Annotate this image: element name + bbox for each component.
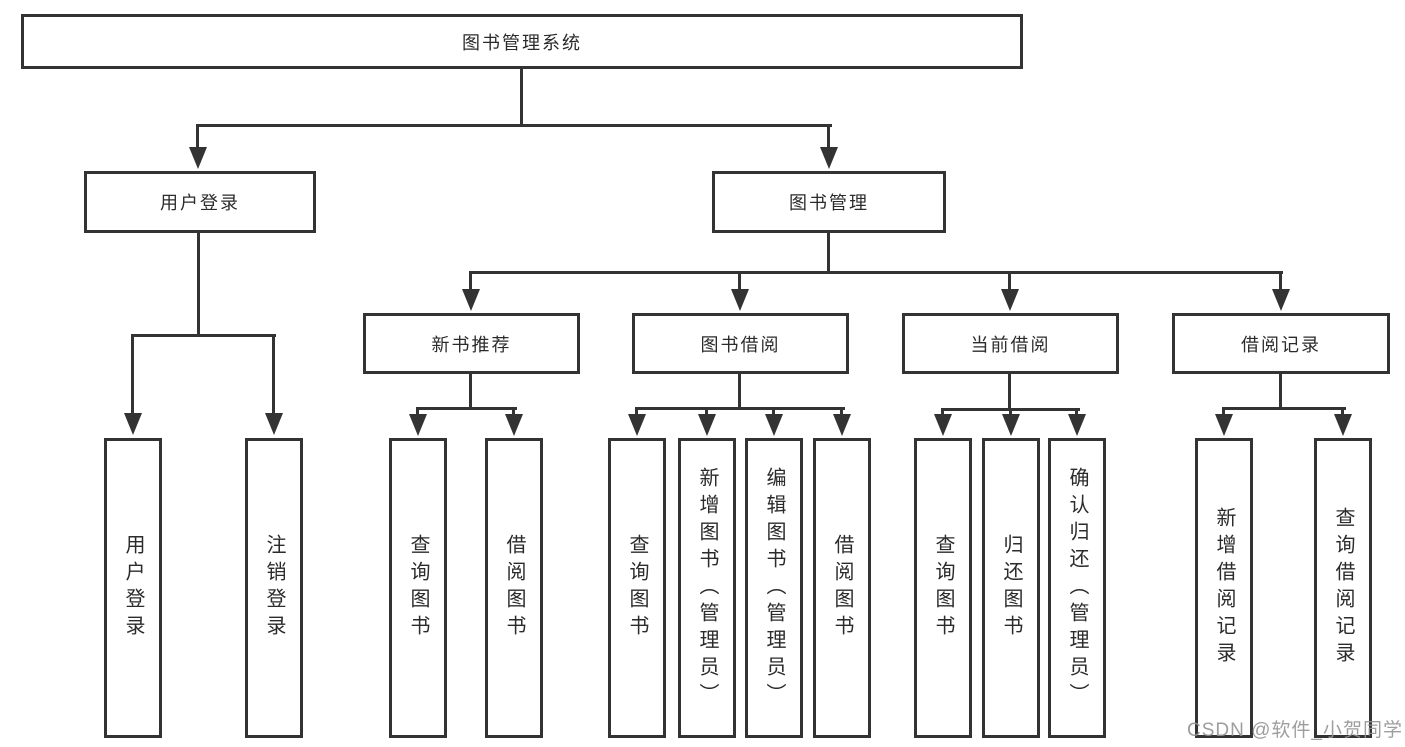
leaf-query-borrow-record: 查询借阅记录 [1314, 438, 1372, 738]
leaf-return-books: 归还图书 [982, 438, 1040, 738]
connector [827, 124, 830, 150]
connector [827, 233, 830, 274]
node-user-login-label: 用户登录 [160, 193, 240, 213]
leaf-query-books-recommend-label: 查询图书 [407, 534, 429, 642]
connector [840, 407, 843, 418]
leaf-query-books-current: 查询图书 [914, 438, 972, 738]
leaf-logout: 注销登录 [245, 438, 303, 738]
leaf-add-books-admin-label: 新增图书（管理员） [696, 466, 718, 710]
node-book-borrowing-label: 图书借阅 [700, 334, 781, 355]
leaf-query-books-borrowing-label: 查询图书 [626, 534, 648, 642]
arrow-down-icon [833, 414, 851, 436]
leaf-query-books-borrowing: 查询图书 [608, 438, 666, 738]
connector [196, 124, 832, 127]
leaf-add-borrow-record-label: 新增借阅记录 [1213, 507, 1235, 669]
arrow-down-icon [1001, 289, 1019, 311]
leaf-add-books-admin: 新增图书（管理员） [678, 438, 736, 738]
arrow-down-icon [1068, 414, 1086, 436]
connector [941, 408, 944, 418]
connector [1075, 408, 1078, 418]
connector [416, 407, 419, 418]
leaf-user-login-label: 用户登录 [122, 534, 144, 642]
connector [416, 407, 517, 410]
node-book-management-label: 图书管理 [789, 193, 869, 213]
leaf-borrow-books-label: 借阅图书 [831, 534, 853, 642]
connector [1008, 374, 1011, 411]
node-root: 图书管理系统 [21, 14, 1023, 69]
connector [131, 334, 134, 416]
node-current-borrowing-label: 当前借阅 [970, 334, 1051, 355]
leaf-query-books-recommend: 查询图书 [389, 438, 447, 738]
leaf-add-borrow-record: 新增借阅记录 [1195, 438, 1253, 738]
node-book-management: 图书管理 [712, 171, 946, 233]
connector [738, 271, 741, 293]
connector [512, 407, 515, 418]
connector [772, 407, 775, 418]
leaf-query-borrow-record-label: 查询借阅记录 [1332, 507, 1354, 669]
node-borrowing-records-label: 借阅记录 [1241, 334, 1321, 355]
arrow-down-icon [1334, 414, 1352, 436]
connector [469, 374, 472, 410]
connector [1279, 374, 1282, 410]
node-borrowing-records: 借阅记录 [1172, 313, 1390, 374]
arrow-down-icon [1215, 414, 1233, 436]
leaf-user-login: 用户登录 [104, 438, 162, 738]
node-book-borrowing: 图书借阅 [632, 313, 849, 374]
leaf-confirm-return-admin: 确认归还（管理员） [1048, 438, 1106, 738]
connector [1279, 271, 1282, 293]
node-root-label: 图书管理系统 [462, 32, 582, 53]
leaf-logout-label: 注销登录 [263, 534, 285, 642]
connector [635, 407, 638, 418]
arrow-down-icon [1002, 414, 1020, 436]
arrow-down-icon [265, 413, 283, 435]
arrow-down-icon [731, 289, 749, 311]
connector [635, 407, 845, 410]
watermark-text: CSDN @软件_小贺同学 [1187, 720, 1403, 741]
connector [1009, 408, 1012, 418]
connector [1222, 407, 1346, 410]
leaf-borrow-books-recommend-label: 借阅图书 [503, 534, 525, 642]
connector [272, 334, 275, 416]
arrow-down-icon [1272, 289, 1290, 311]
arrow-down-icon [124, 413, 142, 435]
connector [1341, 407, 1344, 418]
arrow-down-icon [505, 414, 523, 436]
connector [705, 407, 708, 418]
node-new-book-recommendation-label: 新书推荐 [431, 334, 512, 355]
connector [520, 69, 523, 126]
leaf-borrow-books-recommend: 借阅图书 [485, 438, 543, 738]
arrow-down-icon [409, 414, 427, 436]
connector [131, 334, 276, 337]
arrow-down-icon [820, 147, 838, 169]
leaf-query-books-current-label: 查询图书 [932, 534, 954, 642]
node-new-book-recommendation: 新书推荐 [363, 313, 580, 374]
connector [469, 271, 1283, 274]
connector [738, 374, 741, 410]
connector [469, 271, 472, 293]
arrow-down-icon [698, 414, 716, 436]
arrow-down-icon [628, 414, 646, 436]
arrow-down-icon [765, 414, 783, 436]
node-user-login: 用户登录 [84, 171, 316, 233]
arrow-down-icon [934, 414, 952, 436]
connector [1008, 271, 1011, 293]
connector [196, 124, 199, 150]
node-current-borrowing: 当前借阅 [902, 313, 1119, 374]
leaf-return-books-label: 归还图书 [1000, 534, 1022, 642]
leaf-edit-books-admin: 编辑图书（管理员） [745, 438, 803, 738]
leaf-confirm-return-admin-label: 确认归还（管理员） [1066, 466, 1088, 710]
connector [1222, 407, 1225, 418]
connector [197, 233, 200, 336]
leaf-borrow-books: 借阅图书 [813, 438, 871, 738]
arrow-down-icon [462, 289, 480, 311]
arrow-down-icon [189, 147, 207, 169]
leaf-edit-books-admin-label: 编辑图书（管理员） [763, 466, 785, 710]
